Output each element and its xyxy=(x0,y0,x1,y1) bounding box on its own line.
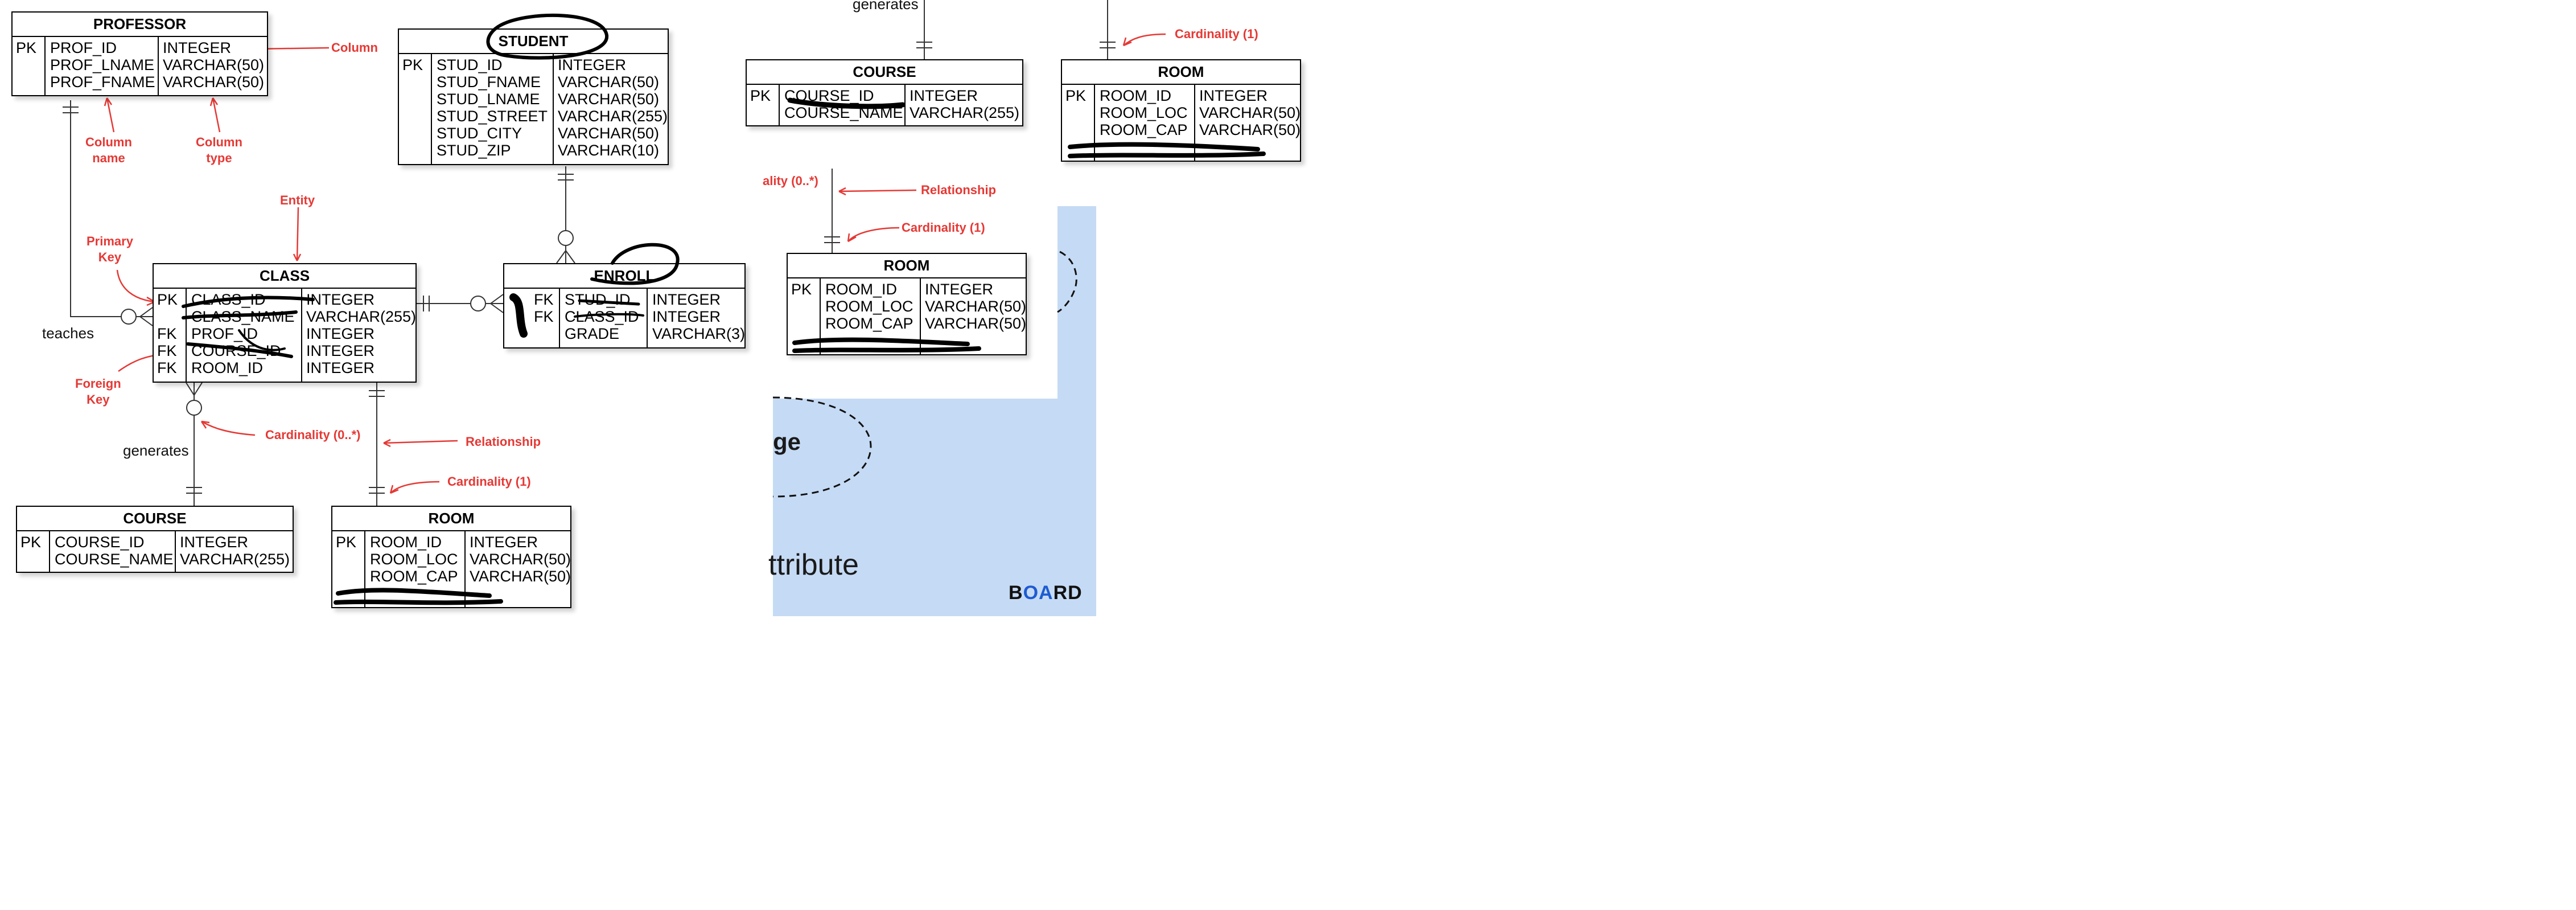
key-column: PK xyxy=(791,281,812,298)
scribble-enroll-loop xyxy=(590,243,680,285)
scribble-enroll-fk xyxy=(509,293,528,338)
scribble-room-mid xyxy=(792,337,981,353)
entity-title: COURSE xyxy=(747,60,1022,85)
fragment-ellipse-left xyxy=(772,396,872,498)
scribble-room-bottom xyxy=(334,588,503,605)
scribble-room-top xyxy=(1068,142,1266,158)
key-column: PK xyxy=(750,87,771,104)
scribble-student-circle xyxy=(486,13,608,60)
relationship-label-generates-bottom: generates xyxy=(123,442,189,459)
annotation-cardinality-many-bottom: Cardinality (0..*) xyxy=(265,428,361,442)
relationship-label-generates-top: generates xyxy=(853,0,919,13)
entity-title: PROFESSOR xyxy=(13,13,267,37)
annotation-relationship-bottom: Relationship xyxy=(466,434,541,449)
key-column: PK xyxy=(1065,87,1087,104)
key-column: PK xyxy=(402,56,423,73)
key-column: PK xyxy=(16,39,37,56)
fragment-ellipse-right xyxy=(1057,251,1077,313)
entity-title: ROOM xyxy=(332,507,570,531)
entity-title: ROOM xyxy=(788,254,1026,278)
scribble-course-id xyxy=(787,97,906,109)
annotation-cardinality-one-mid: Cardinality (1) xyxy=(902,220,985,235)
annotation-cardinality-one-bottom: Cardinality (1) xyxy=(447,474,531,489)
annotation-column-name: Column name xyxy=(85,135,132,165)
scribble-class-name xyxy=(182,296,315,308)
board-logo: BOARD xyxy=(1009,582,1083,604)
annotation-column: Column xyxy=(331,40,378,55)
fragment-shape-label: ge xyxy=(773,428,801,455)
entity-title: COURSE xyxy=(17,507,293,531)
annotation-entity: Entity xyxy=(280,193,315,207)
relationship-label-teaches: teaches xyxy=(42,325,94,342)
annotation-relationship-mid: Relationship xyxy=(921,183,997,197)
background-fragment-lower xyxy=(773,393,1096,616)
annotation-primary-key: Primary Key xyxy=(87,234,133,264)
teaches-line xyxy=(70,100,129,317)
entity-title: CLASS xyxy=(154,264,415,289)
key-column: PK xyxy=(20,534,42,551)
fragment-attribute-label: ttribute xyxy=(768,548,859,581)
key-column: PK xyxy=(336,534,357,551)
entity-title: ROOM xyxy=(1062,60,1300,85)
entity-title: STUDENT xyxy=(399,30,668,54)
board-logo-text: BOARD xyxy=(1009,582,1083,604)
annotation-cardinality-many-mid: ality (0..*) xyxy=(763,174,818,188)
annotation-cardinality-one-top: Cardinality (1) xyxy=(1175,27,1258,41)
annotation-column-type: Column type xyxy=(196,135,242,165)
annotation-foreign-key: Foreign Key xyxy=(75,376,121,407)
